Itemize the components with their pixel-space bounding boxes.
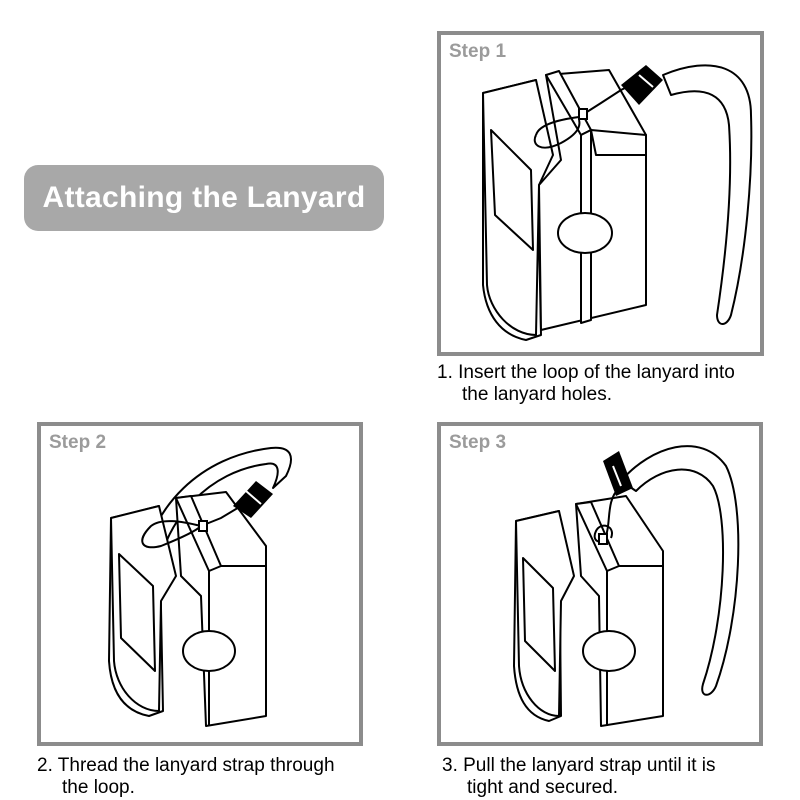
step-1-caption-line1: 1. Insert the loop of the lanyard into <box>437 362 735 383</box>
lanyard-strap <box>662 64 753 325</box>
lanyard-strap <box>620 445 740 696</box>
page-title: Attaching the Lanyard <box>42 181 366 214</box>
step-3-label: Step 3 <box>449 432 507 453</box>
clip-button <box>182 630 236 672</box>
step-2-caption-line1: 2. Thread the lanyard strap through <box>37 755 335 776</box>
clip-block <box>575 495 664 727</box>
clip-button <box>557 212 613 254</box>
step-2-illustration <box>108 446 292 727</box>
step-1-label: Step 1 <box>449 41 507 62</box>
lanyard-connector <box>233 481 273 518</box>
step-1-caption-line2: the lanyard holes. <box>462 384 612 405</box>
step-1-panel: Step 1 <box>437 31 764 356</box>
title-banner: Attaching the Lanyard <box>24 165 384 231</box>
step-3-caption: 3. Pull the lanyard strap until it is ti… <box>442 755 716 799</box>
device-screen <box>490 129 534 251</box>
step-3-caption-line2: tight and secured. <box>467 777 619 798</box>
lanyard-connector <box>621 65 663 105</box>
device-screen <box>522 557 556 672</box>
step-1-illustration <box>482 64 753 341</box>
lanyard-loop <box>141 520 202 549</box>
step-1-caption: 1. Insert the loop of the lanyard into t… <box>437 362 735 406</box>
step-3-illustration <box>513 445 740 727</box>
clip-button <box>582 630 636 672</box>
step-3-caption-line1: 3. Pull the lanyard strap until it is <box>442 755 716 776</box>
step-3-panel: Step 3 <box>437 422 763 746</box>
step-2-caption: 2. Thread the lanyard strap through the … <box>37 755 335 799</box>
step-2-caption-line2: the loop. <box>62 777 135 798</box>
step-2-label: Step 2 <box>49 432 107 453</box>
lanyard-loop <box>593 487 620 543</box>
lanyard-connector <box>603 451 633 496</box>
lanyard-loop <box>533 116 581 149</box>
clip-block <box>175 491 267 727</box>
device-screen <box>118 553 156 672</box>
step-2-panel: Step 2 <box>37 422 363 746</box>
